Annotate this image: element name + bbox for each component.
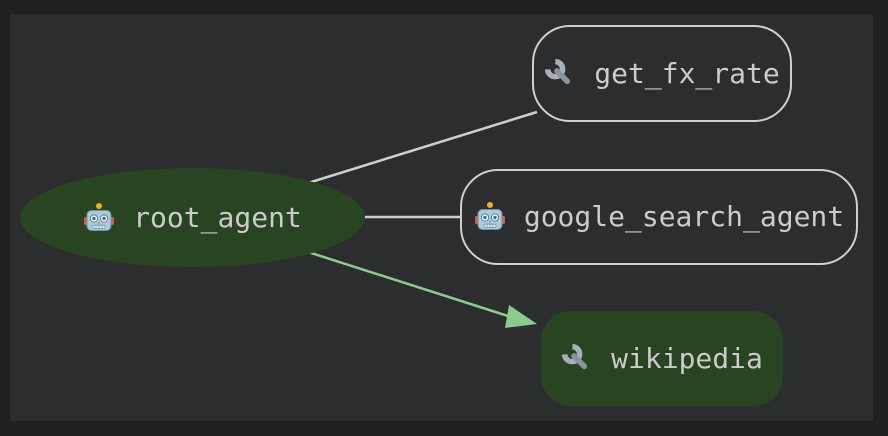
node-label: google_search_agent <box>523 200 845 233</box>
node-root-agent[interactable]: root_agent <box>20 168 365 267</box>
node-google-search-agent[interactable]: google_search_agent <box>460 169 858 265</box>
graph-canvas[interactable]: root_agent get_fx_rate <box>10 14 873 421</box>
edge-root-agent-to-get-fx-rate <box>307 110 538 185</box>
node-wikipedia[interactable]: wikipedia <box>541 311 783 406</box>
graph-edges-layer <box>307 110 538 328</box>
node-label: get_fx_rate <box>594 56 780 90</box>
node-label: wikipedia <box>611 341 763 375</box>
edge-arrowhead-wikipedia <box>505 305 537 328</box>
wrench-icon <box>561 343 593 375</box>
node-label: root_agent <box>133 200 302 234</box>
wrench-icon <box>544 58 576 90</box>
robot-icon <box>474 201 506 233</box>
robot-icon <box>83 202 115 234</box>
edge-root-agent-to-wikipedia <box>307 250 509 318</box>
node-get-fx-rate[interactable]: get_fx_rate <box>532 25 792 122</box>
